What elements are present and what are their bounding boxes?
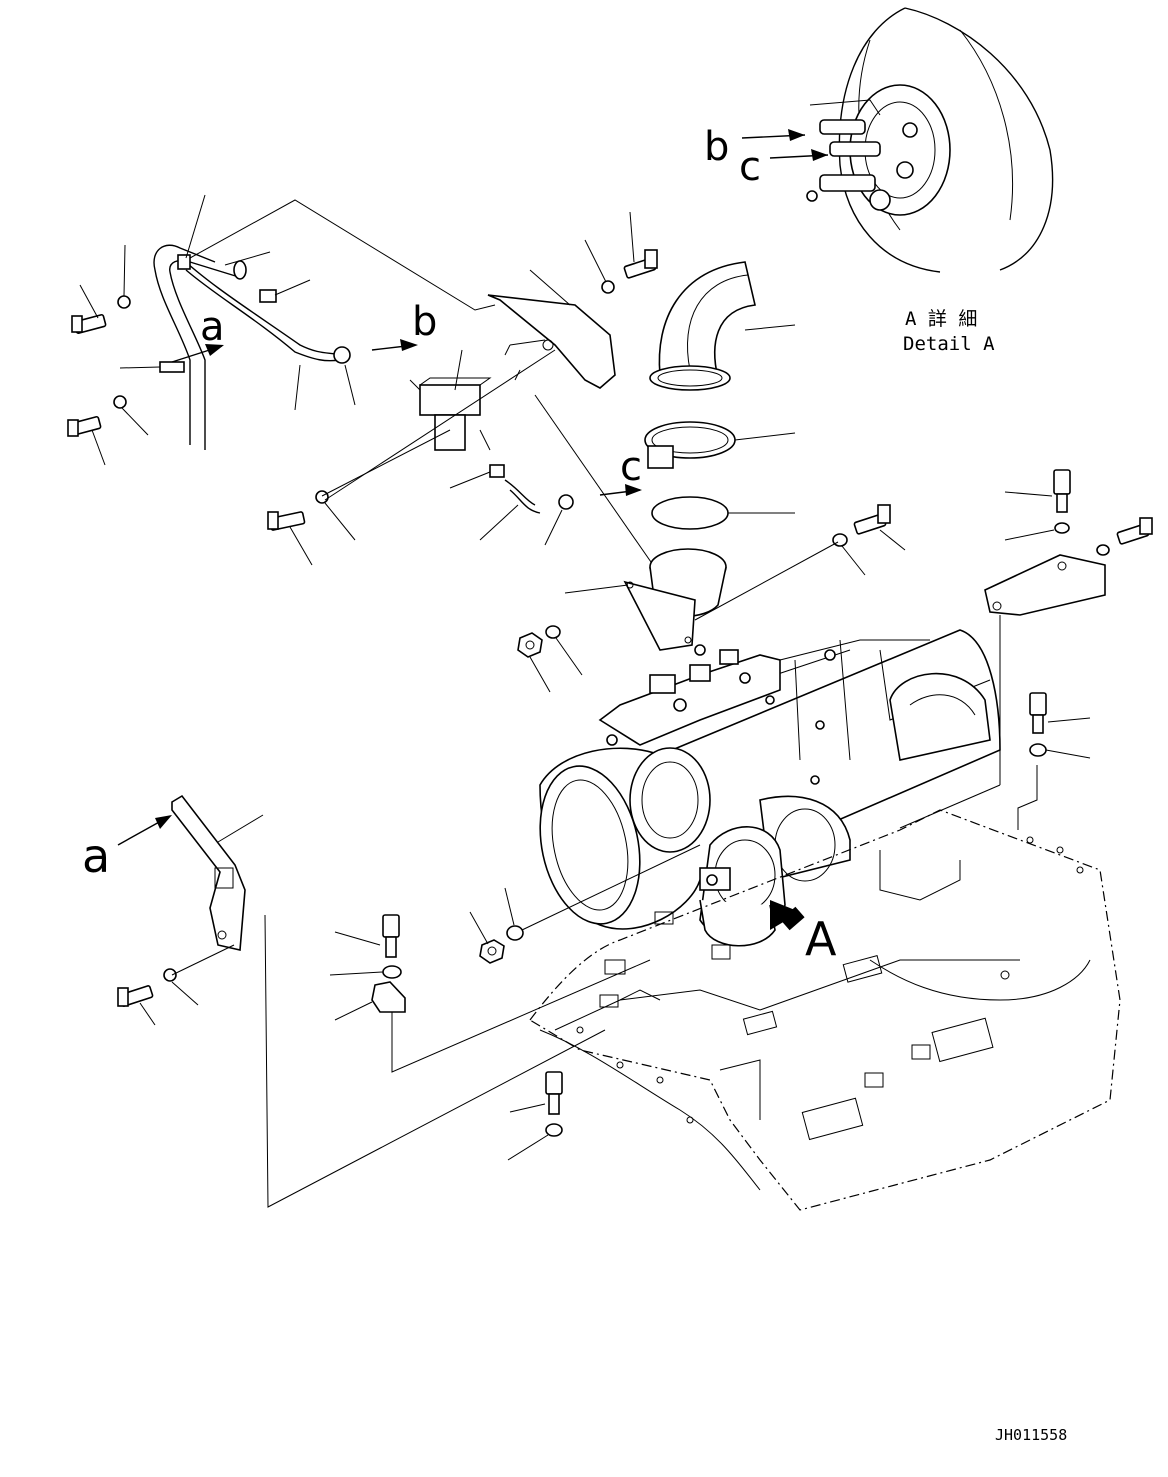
detail-label-b: b: [704, 124, 729, 170]
view-label-A: A: [805, 912, 837, 966]
pipe-label-c: c: [620, 444, 642, 490]
bolt-set-left: [67, 244, 149, 466]
center-lower-hardware: [329, 844, 701, 1161]
detail-a-view: b c A 詳 細 Detail A: [704, 7, 1054, 355]
elbow-pipe-stack: c: [564, 261, 796, 651]
hose-label-b: b: [412, 299, 437, 345]
detail-caption-en: Detail A: [903, 333, 995, 355]
bracket-top: [487, 211, 658, 389]
hose-label-a: a: [200, 304, 225, 350]
detail-caption-jp: A 詳 細: [905, 308, 977, 330]
sensor-module: [267, 349, 574, 566]
mounting-frame: [529, 809, 1121, 1211]
bracket-a-lower: a: [82, 794, 606, 1208]
leader-lines: [189, 199, 661, 576]
detail-label-c: c: [739, 144, 761, 190]
aftertreatment-unit: A: [539, 629, 1001, 966]
drawing-code: JH011558: [995, 1426, 1067, 1444]
right-bracket-group: [899, 469, 1153, 830]
bracket-label-a: a: [82, 829, 110, 883]
nut-washer-center: [517, 504, 906, 693]
hose-assembly: a b: [119, 194, 437, 450]
